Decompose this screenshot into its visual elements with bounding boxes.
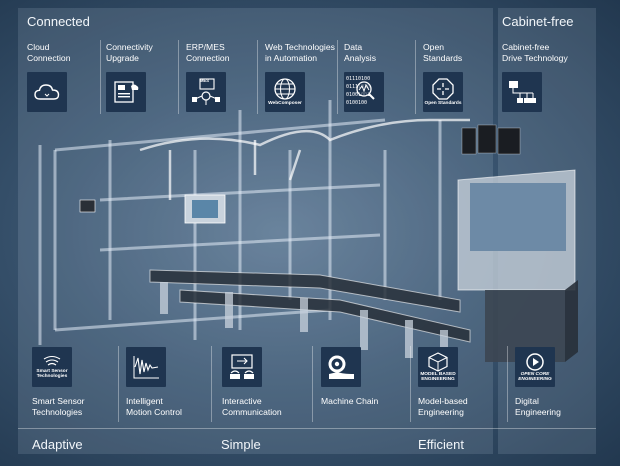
cloud-connection-tile[interactable] — [27, 72, 67, 112]
separator — [415, 40, 416, 114]
section-header-adaptive: Adaptive — [32, 437, 83, 452]
mes-badge: MES — [200, 78, 210, 83]
model-based-engineering-icon — [428, 351, 448, 372]
interactive-communication-tile[interactable] — [222, 347, 262, 387]
section-header-simple: Simple — [221, 437, 261, 452]
open-standards-badge: Open Standards — [424, 101, 462, 107]
globe-icon — [274, 78, 296, 100]
cabinet-free-drive-tile[interactable] — [502, 72, 542, 112]
separator — [337, 40, 338, 114]
separator — [100, 40, 101, 114]
separator — [118, 346, 119, 422]
webcomposer-badge: WebComposer — [268, 101, 302, 107]
separator — [18, 428, 596, 429]
smart-sensor-icon — [43, 355, 61, 366]
open-standards-tile[interactable]: Open Standards — [423, 72, 463, 112]
open-core-engineering-icon — [526, 352, 544, 371]
interactive-communication-icon — [230, 354, 254, 379]
motion-control-tile[interactable] — [126, 347, 166, 387]
binary-row: 01110100 — [346, 76, 371, 82]
binary-row: 01001001 — [346, 92, 371, 98]
machine-chain-tile[interactable] — [321, 347, 361, 387]
data-analysis-tile[interactable]: 01110100 01111010 01001001 0100100 — [344, 72, 384, 112]
section-header-connected: Connected — [27, 14, 90, 29]
separator — [211, 346, 212, 422]
separator — [507, 346, 508, 422]
separator — [178, 40, 179, 114]
section-header-efficient: Efficient — [418, 437, 465, 452]
mes-icon — [192, 78, 220, 105]
separator — [312, 346, 313, 422]
separator — [257, 40, 258, 114]
data-analysis-icon: 01110100 01111010 01001001 0100100 — [346, 75, 382, 109]
binary-row: 0100100 — [346, 100, 368, 106]
cloud-icon — [34, 84, 60, 100]
separator — [410, 346, 411, 422]
connectivity-upgrade-tile[interactable] — [106, 72, 146, 112]
open-standards-icon — [432, 78, 454, 100]
magnifier-icon — [356, 81, 375, 100]
motion-control-icon — [133, 356, 159, 379]
machine-chain-icon — [328, 355, 354, 379]
web-technologies-tile[interactable]: WebComposer — [265, 72, 305, 112]
erp-mes-connection-tile[interactable]: MES — [186, 72, 226, 112]
connectivity-upgrade-icon — [114, 81, 139, 103]
section-header-cabinet-free: Cabinet-free — [502, 14, 574, 29]
cabinet-free-drive-icon — [509, 81, 536, 103]
machine-chain-label: Machine Chain — [321, 396, 379, 406]
